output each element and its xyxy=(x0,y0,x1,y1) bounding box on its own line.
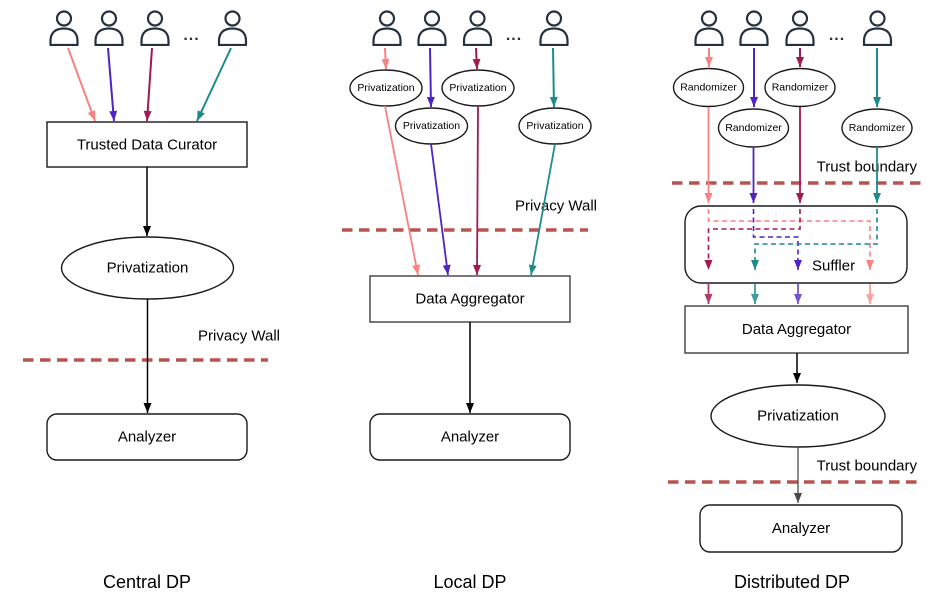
user-icon xyxy=(140,10,170,46)
privatization-label: Privatization xyxy=(107,260,189,277)
analyzer-label: Analyzer xyxy=(772,520,830,537)
trust-boundary-label: Trust boundary xyxy=(817,159,918,176)
shuffled-output-arrows xyxy=(704,284,874,304)
user-icon xyxy=(694,10,724,46)
shuffler-label: Suffler xyxy=(812,258,855,275)
local-users: ... xyxy=(372,10,569,46)
shuffle-path xyxy=(704,209,801,270)
trust-boundary-label: Trust boundary xyxy=(817,458,918,475)
privacy-wall-label: Privacy Wall xyxy=(515,198,597,215)
randomizer-label: Randomizer xyxy=(680,82,737,94)
analyzer-label: Analyzer xyxy=(441,429,499,446)
randomizer-ellipse xyxy=(764,67,836,108)
data-aggregator-box xyxy=(684,305,909,354)
randomizer-ellipse xyxy=(672,67,745,108)
privatization-label: Privatization xyxy=(403,120,460,132)
shuffle-path xyxy=(751,209,878,270)
privatized-data-arrow xyxy=(473,105,482,276)
distributed-users: ... xyxy=(694,10,893,46)
data-aggregator-box xyxy=(369,275,571,323)
distributed-user-arrows xyxy=(705,48,881,107)
local-user-arrows xyxy=(381,47,558,108)
privatized-data-arrow xyxy=(528,143,556,276)
user-icon xyxy=(462,10,493,46)
privatized-data-arrow xyxy=(384,105,421,276)
user-icon xyxy=(539,10,569,46)
user-data-arrow xyxy=(143,47,153,122)
privatized-data-arrow xyxy=(430,143,451,276)
randomizer-label: Randomizer xyxy=(849,122,906,134)
shuffler-box xyxy=(684,205,908,284)
data-aggregator-label: Data Aggregator xyxy=(742,321,851,338)
user-icon xyxy=(372,10,402,46)
central-dp-caption: Central DP xyxy=(103,572,191,592)
more-users-ellipsis: ... xyxy=(829,27,845,44)
trusted-data-curator-label: Trusted Data Curator xyxy=(77,137,217,154)
randomized-arrows xyxy=(704,107,881,203)
privatization-label: Privatization xyxy=(357,82,414,94)
user-icon xyxy=(739,10,769,46)
analyzer-box xyxy=(699,504,903,553)
local-dp-caption: Local DP xyxy=(433,572,506,592)
distributed-dp-panel: ... Randomizer Randomizer Randomizer Ran… xyxy=(668,10,922,592)
user-data-arrow xyxy=(67,47,96,122)
trusted-data-curator-box xyxy=(46,121,248,168)
analyzer-box xyxy=(369,413,571,461)
randomizer-label: Randomizer xyxy=(725,122,782,134)
central-user-arrows xyxy=(67,47,232,122)
randomizer-ellipses: Randomizer Randomizer Randomizer Randomi… xyxy=(672,67,913,148)
user-data-arrow xyxy=(426,47,435,108)
privacy-wall-label: Privacy Wall xyxy=(198,328,280,345)
local-privatized-arrows xyxy=(384,105,556,276)
analyzer-label: Analyzer xyxy=(118,429,176,446)
user-data-arrow xyxy=(107,47,118,122)
user-data-arrow xyxy=(549,47,558,108)
user-data-arrow xyxy=(472,47,481,70)
shuffle-path xyxy=(707,209,874,270)
local-privatization-ellipses: Privatization Privatization Privatizatio… xyxy=(349,69,592,145)
central-dp-panel: ... Trusted Data Curator Privatization P… xyxy=(23,10,280,592)
user-icon xyxy=(217,10,248,46)
user-icon xyxy=(862,10,893,46)
local-dp-panel: ... Privatization Privatization Privatiz… xyxy=(342,10,597,592)
privatization-ellipse xyxy=(349,69,423,107)
shuffle-paths xyxy=(704,209,878,270)
user-icon xyxy=(785,10,815,46)
privatization-label: Privatization xyxy=(526,120,583,132)
privatization-label: Privatization xyxy=(757,408,839,425)
user-data-arrow xyxy=(196,47,232,122)
more-users-ellipsis: ... xyxy=(506,27,522,44)
privatization-label: Privatization xyxy=(449,82,506,94)
randomizer-label: Randomizer xyxy=(772,82,829,94)
more-users-ellipsis: ... xyxy=(183,27,199,44)
central-users: ... xyxy=(49,10,248,46)
data-aggregator-label: Data Aggregator xyxy=(415,291,524,308)
user-icon xyxy=(417,10,447,46)
analyzer-box xyxy=(46,413,248,461)
user-icon xyxy=(49,10,79,46)
shuffle-path xyxy=(752,209,802,270)
distributed-dp-caption: Distributed DP xyxy=(734,572,850,592)
user-data-arrow xyxy=(381,47,390,70)
user-icon xyxy=(94,10,124,46)
